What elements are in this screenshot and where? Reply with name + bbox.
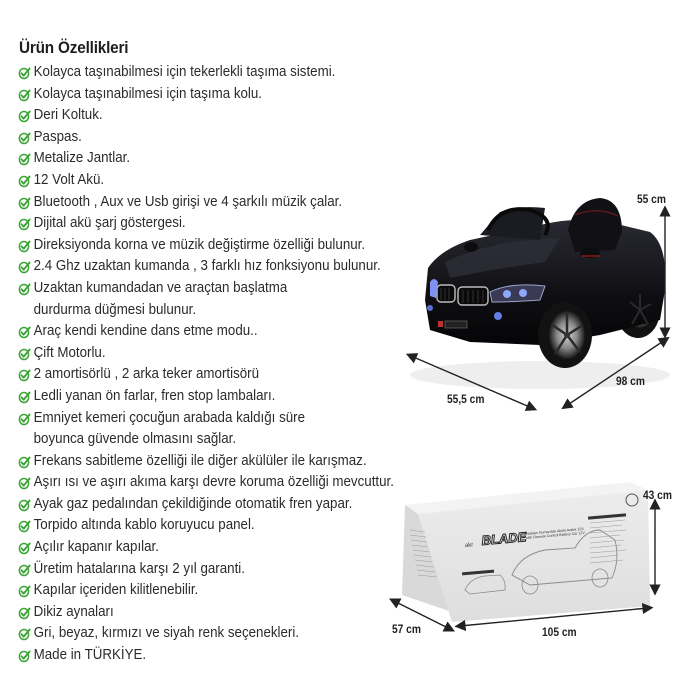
feature-text: Emniyet kemeri çocuğun arabada kaldığı s… (33, 409, 306, 426)
feature-text: Kolayca taşınabilmesi için taşıma kolu. (33, 85, 263, 102)
check-circle-icon (18, 650, 31, 663)
page-title: Ürün Özellikleri (19, 38, 129, 57)
feature-item: Deri Koltuk. (18, 105, 394, 127)
feature-text: Made in TÜRKİYE. (33, 647, 147, 664)
car-width-label: 55,5 cm (447, 392, 485, 406)
check-circle-icon (18, 585, 31, 598)
feature-text: Aşırı ısı ve aşırı akıma karşı devre kor… (33, 474, 394, 491)
feature-text: Deri Koltuk. (33, 107, 103, 124)
feature-item: Kapılar içeriden kilitlenebilir. (18, 580, 394, 602)
feature-item: Emniyet kemeri çocuğun arabada kaldığı s… (18, 408, 394, 451)
feature-item: Dikiz aynaları (18, 602, 394, 624)
check-circle-icon (18, 629, 31, 641)
feature-item: Üretim hatalarına karşı 2 yıl garanti. (18, 559, 394, 581)
feature-item: Ayak gaz pedalından çekildiğinde otomati… (18, 494, 394, 516)
check-circle-icon (18, 348, 31, 361)
box-depth-label: 57 cm (392, 622, 421, 636)
feature-text: Kapılar içeriden kilitlenebilir. (33, 582, 199, 599)
car-height-label: 55 cm (637, 192, 666, 206)
check-circle-icon (18, 218, 31, 231)
check-circle-icon (18, 607, 31, 620)
feature-item: Bluetooth , Aux ve Usb girişi ve 4 şarkı… (18, 192, 394, 214)
feature-item: Çift Motorlu. (18, 343, 394, 365)
feature-text: Ayak gaz pedalından çekildiğinde otomati… (33, 495, 353, 512)
feature-item: Paspas. (18, 127, 394, 149)
feature-item: Kolayca taşınabilmesi için tekerlekli ta… (18, 62, 394, 84)
feature-item: 2.4 Ghz uzaktan kumanda , 3 farklı hız f… (18, 256, 394, 278)
feature-item: Made in TÜRKİYE. (18, 645, 394, 667)
feature-item: Torpido altında kablo koruyucu panel. (18, 515, 394, 537)
check-circle-icon (18, 132, 31, 145)
ride-on-car-image (410, 198, 670, 389)
box-subtitle-tr: Uzaktan Kumandalı Akülü Araba 12V, (525, 527, 585, 536)
box-dimension-arrows (388, 498, 661, 632)
check-circle-icon (18, 67, 31, 80)
check-circle-icon (18, 542, 31, 555)
feature-text: Gri, beyaz, kırmızı ve siyah renk seçene… (33, 625, 300, 642)
feature-text: Torpido altında kablo koruyucu panel. (33, 517, 255, 534)
feature-text-continued: boyunca güvende olmasını sağlar. (33, 431, 237, 448)
feature-text: Bluetooth , Aux ve Usb girişi ve 4 şarkı… (33, 193, 343, 210)
feature-text: Frekans sabitleme özelliği ile diğer akü… (33, 452, 367, 469)
check-circle-icon (18, 283, 31, 296)
check-circle-icon (18, 521, 31, 533)
feature-text: Uzaktan kumandadan ve araçtan başlatma (33, 279, 288, 296)
check-circle-icon (18, 197, 31, 209)
car-dimension-arrows (405, 205, 671, 411)
feature-text: Paspas. (33, 128, 82, 145)
check-circle-icon (18, 326, 31, 339)
feature-text: Dikiz aynaları (33, 603, 114, 620)
feature-text: Araç kendi kendine dans etme modu.. (33, 323, 258, 340)
feature-text: Metalize Jantlar. (33, 150, 131, 167)
box-subtitle-en: with Remote Control Battery Car 12V (526, 531, 586, 540)
check-circle-icon (18, 391, 31, 404)
check-circle-icon (18, 477, 31, 490)
feature-text-continued: durdurma düğmesi bulunur. (33, 301, 197, 318)
check-circle-icon (18, 110, 31, 123)
feature-item: Ledli yanan ön farlar, fren stop lambala… (18, 386, 394, 408)
feature-text: Kolayca taşınabilmesi için tekerlekli ta… (33, 64, 336, 80)
feature-item: Kolayca taşınabilmesi için taşıma kolu. (18, 84, 394, 106)
feature-text: Açılır kapanır kapılar. (33, 539, 159, 556)
feature-text: 2.4 Ghz uzaktan kumanda , 3 farklı hız f… (33, 258, 381, 275)
feature-item: Metalize Jantlar. (18, 148, 394, 170)
svg-text:akr: akr (465, 542, 474, 549)
check-circle-icon (18, 413, 31, 425)
check-circle-icon (18, 153, 31, 166)
check-circle-icon (18, 261, 31, 274)
feature-item: Gri, beyaz, kırmızı ve siyah renk seçene… (18, 623, 394, 645)
feature-text: Ledli yanan ön farlar, fren stop lambala… (33, 387, 276, 404)
feature-text: Üretim hatalarına karşı 2 yıl garanti. (33, 560, 245, 577)
feature-text: 12 Volt Akü. (33, 171, 105, 188)
feature-item: Direksiyonda korna ve müzik değiştirme ö… (18, 235, 394, 257)
car-length-label: 98 cm (616, 374, 645, 388)
packaging-box-image: BLADE akr Uzaktan Kumandalı Akülü Araba … (402, 482, 650, 622)
check-circle-icon (18, 564, 31, 576)
feature-text: 2 amortisörlü , 2 arka teker amortisörü (33, 366, 260, 383)
feature-item: Aşırı ısı ve aşırı akıma karşı devre kor… (18, 472, 394, 494)
feature-item: Açılır kapanır kapılar. (18, 537, 394, 559)
feature-item: 2 amortisörlü , 2 arka teker amortisörü (18, 364, 394, 386)
check-circle-icon (18, 240, 31, 253)
box-brand: BLADE (481, 529, 527, 548)
check-circle-icon (18, 175, 31, 188)
feature-item: Dijital akü şarj göstergesi. (18, 213, 394, 235)
feature-item: 12 Volt Akü. (18, 170, 394, 192)
box-height-label: 43 cm (643, 488, 672, 502)
feature-text: Çift Motorlu. (33, 344, 106, 361)
check-circle-icon (18, 89, 31, 101)
feature-text: Dijital akü şarj göstergesi. (33, 215, 186, 232)
feature-text: Direksiyonda korna ve müzik değiştirme ö… (33, 236, 366, 253)
check-circle-icon (18, 456, 31, 468)
feature-item: Frekans sabitleme özelliği ile diğer akü… (18, 451, 394, 473)
feature-item: Uzaktan kumandadan ve araçtan başlatma d… (18, 278, 394, 321)
check-circle-icon (18, 499, 31, 512)
feature-list: Kolayca taşınabilmesi için tekerlekli ta… (18, 62, 427, 667)
feature-item: Araç kendi kendine dans etme modu.. (18, 321, 394, 343)
check-circle-icon (18, 369, 31, 382)
box-length-label: 105 cm (542, 625, 577, 639)
